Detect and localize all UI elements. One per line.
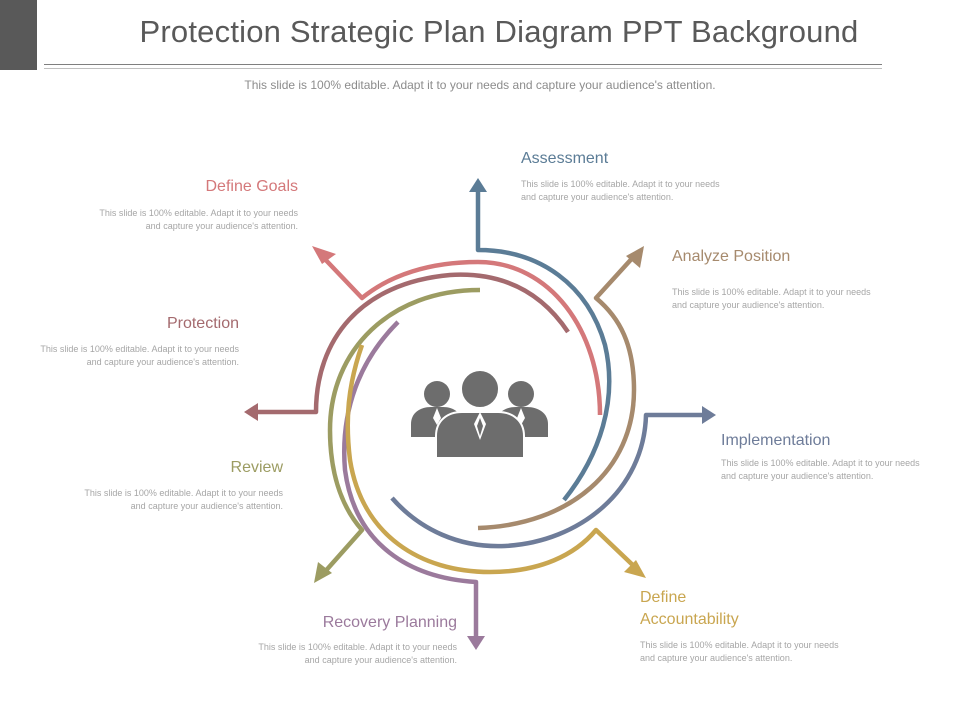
spiral-arrow-define-goals [312, 246, 603, 416]
review-path [320, 287, 481, 577]
define-goals-arrowhead [312, 246, 336, 264]
team-icon [411, 369, 548, 459]
define-goals-path [318, 252, 603, 416]
spiral-arrow-define-accountability [345, 344, 646, 578]
analyze-position-path [477, 252, 638, 531]
corner-accent [0, 0, 37, 70]
step-label-review: Review [230, 459, 283, 476]
team-member-center [435, 369, 525, 459]
implementation-arrowhead [702, 406, 716, 424]
step-label-assessment: Assessment [521, 150, 609, 167]
define-accountability-path [345, 344, 640, 575]
spiral-arrow-implementation [390, 406, 716, 549]
protection-path [256, 272, 570, 415]
step-label-protection: Protection [166, 315, 239, 332]
analyze-position-arrowhead [626, 246, 644, 268]
step-label-analyze-position: Analyze Position [672, 248, 791, 265]
step-label-define-accountability: Define Accountability [640, 589, 739, 628]
slide-title: Protection Strategic Plan Diagram PPT Ba… [139, 14, 859, 49]
define-accountability-arrowhead [624, 560, 646, 578]
step-desc-review: This slide is 100% editable. Adapt it to… [84, 488, 283, 511]
step-desc-recovery-planning: This slide is 100% editable. Adapt it to… [258, 642, 457, 665]
title-divider [44, 64, 882, 65]
assessment-path [475, 190, 612, 502]
step-desc-assessment: This slide is 100% editable. Adapt it to… [521, 179, 720, 202]
step-desc-define-goals: This slide is 100% editable. Adapt it to… [99, 208, 298, 231]
assessment-arrowhead [469, 178, 487, 192]
step-desc-analyze-position: This slide is 100% editable. Adapt it to… [672, 287, 871, 310]
spiral-arrow-review [314, 287, 481, 583]
step-desc-define-accountability: This slide is 100% editable. Adapt it to… [640, 640, 839, 663]
step-label-define-goals: Define Goals [205, 178, 299, 195]
spiral-arrow-recovery-planning [342, 320, 485, 650]
recovery-planning-arrowhead [467, 636, 485, 650]
review-arrowhead [314, 562, 332, 583]
step-label-recovery-planning: Recovery Planning [322, 614, 457, 631]
spiral-arrow-assessment [469, 178, 612, 502]
spiral-arrow-protection [244, 272, 570, 421]
spiral-arrow-analyze-position [477, 246, 644, 531]
step-desc-implementation: This slide is 100% editable. Adapt it to… [721, 458, 920, 481]
step-desc-protection: This slide is 100% editable. Adapt it to… [40, 344, 239, 367]
recovery-planning-path [342, 320, 479, 637]
step-label-implementation: Implementation [721, 432, 831, 449]
protection-arrowhead [244, 403, 258, 421]
title-divider-light [44, 68, 882, 69]
slide-subtitle: This slide is 100% editable. Adapt it to… [244, 78, 716, 92]
implementation-path [390, 412, 704, 549]
